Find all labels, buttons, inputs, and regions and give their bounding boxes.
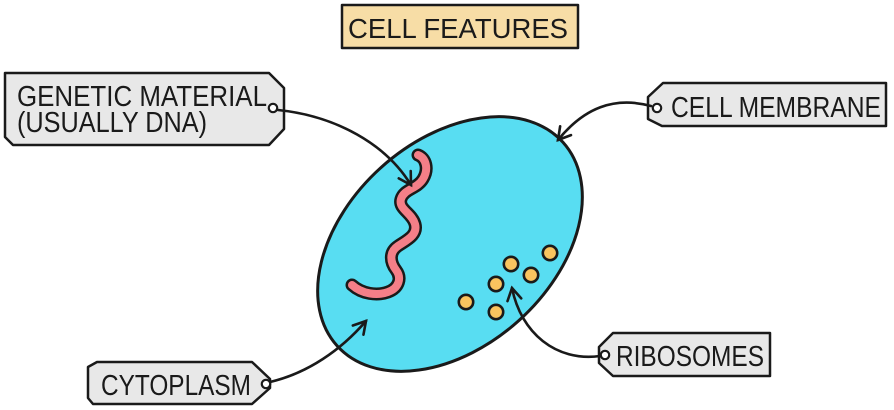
title-text: CELL FEATURES [348, 13, 568, 44]
cell-membrane-connector-dot [651, 102, 663, 114]
ribosome-dot [541, 244, 559, 262]
cytoplasm-box [86, 360, 272, 406]
ribosomes-arrow [506, 285, 602, 359]
cytoplasm-label: CYTOPLASM [101, 370, 251, 402]
ribosome-dot [487, 303, 505, 321]
ribosomes-label: RIBOSOMES [616, 341, 764, 373]
cell-membrane-arrow [556, 101, 653, 143]
title-box [340, 3, 580, 50]
genetic-material-label-line2: (USUALLY DNA) [17, 107, 207, 139]
cell-membrane-label: CELL MEMBRANE [671, 92, 881, 124]
cell-body [316, 115, 584, 373]
dna-squiggle [348, 151, 431, 298]
genetic-material-box [3, 71, 286, 147]
cell-membrane-box [646, 81, 888, 128]
cytoplasm-arrow [268, 319, 368, 384]
ribosomes-cluster [457, 244, 559, 321]
cytoplasm-connector-dot [260, 378, 272, 390]
ribosome-dot [522, 266, 540, 284]
ribosome-dot [457, 293, 475, 311]
genetic-material-connector-dot [267, 102, 279, 114]
ribosomes-connector-dot [599, 349, 611, 361]
ribosomes-box [597, 331, 772, 378]
genetic-material-label-line1: GENETIC MATERIAL [17, 81, 267, 113]
ribosome-dot [502, 255, 520, 273]
genetic-material-arrow [276, 108, 413, 188]
ribosome-dot [487, 275, 505, 293]
